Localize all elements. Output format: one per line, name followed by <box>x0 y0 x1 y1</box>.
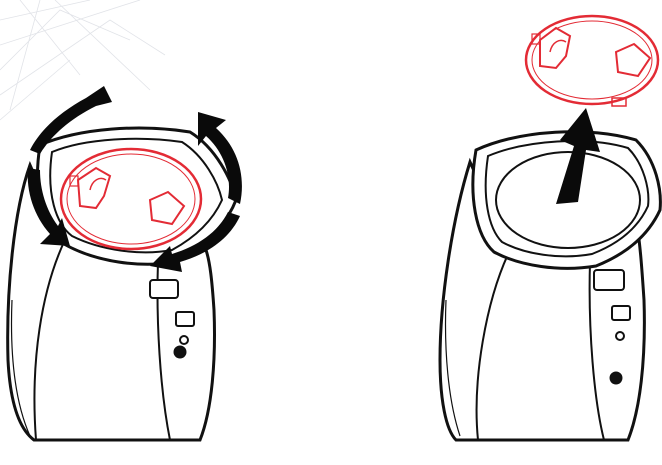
left-panel-rotate <box>8 86 242 440</box>
right-panel-lift <box>440 16 660 440</box>
bottom-cap-highlight-left <box>61 149 201 249</box>
bottom-cap-highlight-right <box>526 16 658 106</box>
